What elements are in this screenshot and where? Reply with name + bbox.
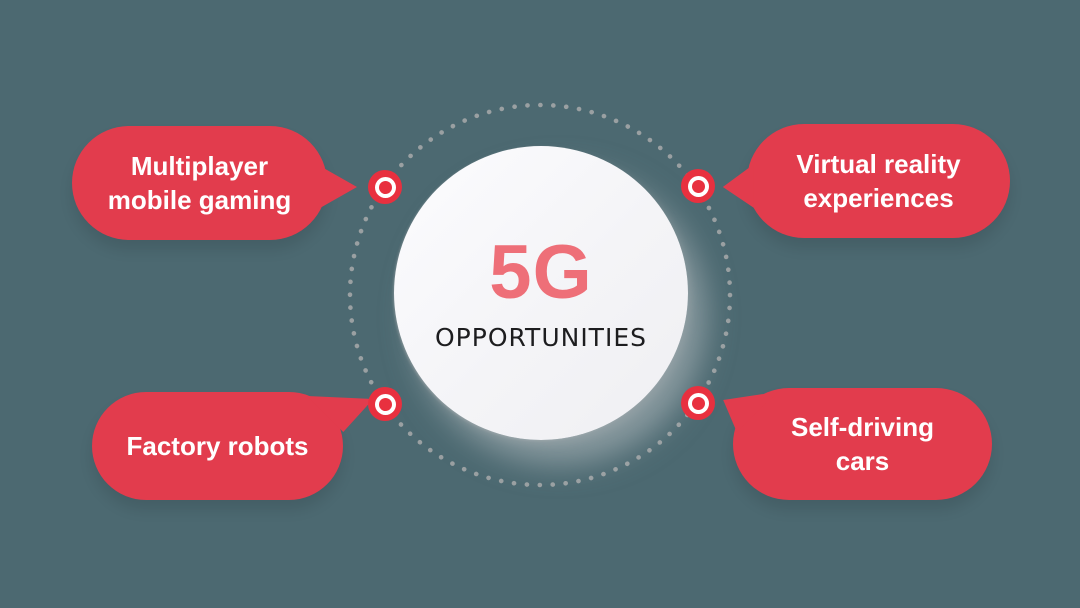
target-ring [687, 392, 709, 414]
bubble-label: Multiplayer mobile gaming [108, 149, 291, 218]
target-ring [374, 176, 396, 198]
bubble-label: Factory robots [126, 429, 308, 463]
bubble-label: Virtual reality experiences [796, 147, 960, 216]
center-circle: 5G OPPORTUNITIES [394, 146, 688, 440]
target-ring [374, 393, 396, 415]
connector-target-icon-top-right [681, 169, 715, 203]
target-ring [687, 175, 709, 197]
bubble-label-line: Factory robots [126, 430, 309, 461]
bubble-label-line: Multiplayer [130, 150, 269, 181]
bubble-label-line: Virtual reality [796, 148, 961, 179]
bubble-factory-robots: Factory robots [92, 392, 374, 500]
bubble-label-line: experiences [803, 183, 954, 213]
dotted-circle-path [347, 102, 733, 488]
connector-target-icon-bottom-left [368, 387, 402, 421]
bubble-self-driving-cars: Self-driving cars [723, 388, 992, 500]
bubble-label-line: mobile gaming [107, 185, 292, 215]
subtitle-opportunities: OPPORTUNITIES [434, 322, 647, 352]
bubble-label-line: Self-driving [790, 411, 934, 442]
target-core [691, 179, 705, 193]
bubble-multiplayer-mobile-gaming: Multiplayer mobile gaming [72, 126, 357, 240]
target-core [691, 396, 705, 410]
title-5g: 5G [489, 229, 593, 315]
connector-target-icon-top-left [368, 170, 402, 204]
connector-target-icon-bottom-right [681, 386, 715, 420]
target-core [378, 180, 392, 194]
bubble-label-line: cars [835, 446, 890, 476]
target-core [378, 397, 392, 411]
bubble-label: Self-driving cars [791, 410, 934, 479]
bubble-virtual-reality-experiences: Virtual reality experiences [722, 124, 1010, 238]
